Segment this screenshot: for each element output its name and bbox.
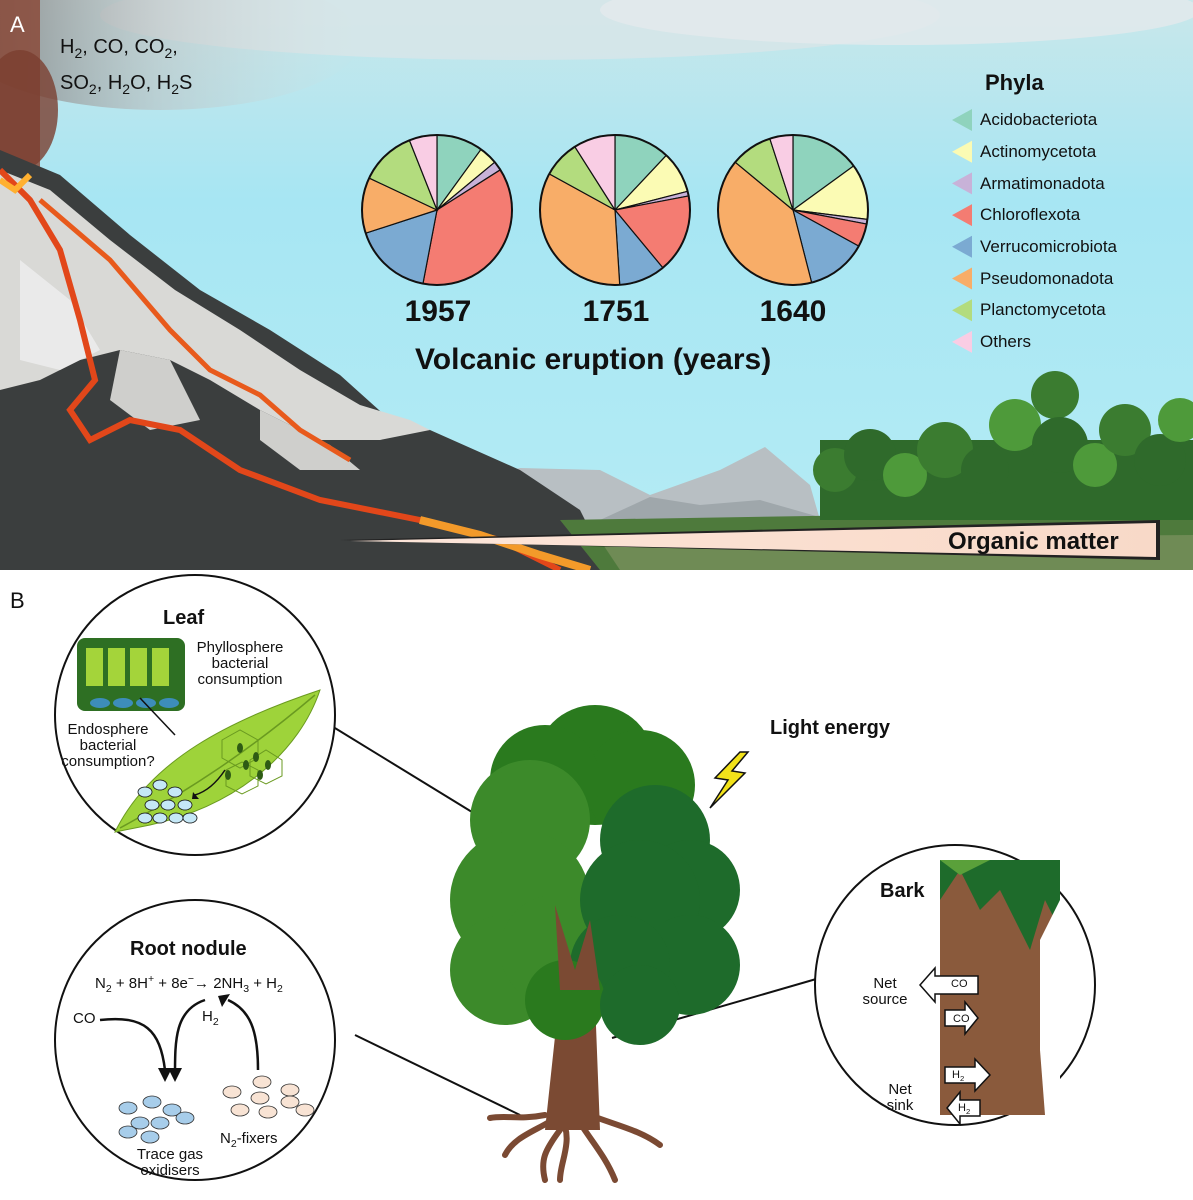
x-axis-title: Volcanic eruption (years) — [415, 343, 772, 376]
legend-label: Actinomycetota — [980, 142, 1097, 161]
legend-label: Chloroflexota — [980, 205, 1081, 224]
bark-title: Bark — [880, 880, 925, 902]
legend-label: Verrucomicrobiota — [980, 237, 1118, 256]
legend-swatch-armatimonadota — [952, 172, 972, 195]
pie-outline — [717, 134, 869, 286]
panel-b-letter: B — [10, 588, 25, 613]
root-nodule-illustration — [99, 994, 315, 1144]
tree — [450, 705, 740, 1183]
bark-h2-sink-1: H2 — [952, 1069, 965, 1084]
legend-label: Planctomycetota — [980, 300, 1106, 319]
legend-label: Pseudomonadota — [980, 269, 1114, 288]
bark-illustration — [918, 860, 1060, 1127]
leaf-connector-line — [329, 724, 486, 821]
leaf-title: Leaf — [163, 607, 205, 629]
pie-outline — [539, 134, 691, 286]
pie-year-label: 1640 — [759, 295, 827, 328]
bark-co-source-2: CO — [953, 1013, 970, 1025]
legend-swatches — [952, 109, 972, 353]
bark-h2-sink-2: H2 — [958, 1102, 971, 1117]
panel-a: A H2, CO, CO2, SO2, H2O, H2S 1957 1751 1… — [0, 0, 1193, 570]
gases-line-2: SO2, H2O, H2S — [60, 72, 193, 97]
legend-swatch-verrucomicrobiota — [952, 235, 972, 258]
root-nodule-title: Root nodule — [130, 938, 247, 960]
gases-line-1: H2, CO, CO2, — [60, 36, 178, 61]
legend-swatch-others — [952, 330, 972, 353]
light-energy-label: Light energy — [770, 717, 891, 739]
nitrogen-fixation-equation: N2 + 8H+ + 8e−→ 2NH3 + H2 — [95, 973, 283, 995]
pie-outline — [361, 134, 513, 286]
bark-co-source-1: CO — [951, 978, 968, 990]
panel-a-letter: A — [10, 12, 25, 37]
legend-label: Armatimonadota — [980, 174, 1105, 193]
volcano-landscape — [0, 0, 1193, 570]
lightning-icon — [709, 751, 750, 809]
pie-year-label: 1957 — [404, 295, 472, 328]
pie-year-label: 1751 — [582, 295, 650, 328]
legend-label: Others — [980, 332, 1032, 351]
legend-swatch-planctomycetota — [952, 299, 972, 322]
legend-swatch-chloroflexota — [952, 204, 972, 227]
legend-swatch-pseudomonadota — [952, 267, 972, 290]
organic-matter-label: Organic matter — [948, 528, 1119, 555]
legend-swatch-actinomycetota — [952, 140, 972, 163]
legend-swatch-acidobacteriota — [952, 109, 972, 131]
h2-label: H2 — [202, 1008, 219, 1028]
co-label: CO — [73, 1010, 96, 1027]
organic-matter-wedge — [350, 523, 1156, 557]
n2-fixers-label: N2-fixers — [220, 1130, 278, 1150]
leaf-illustration — [77, 638, 321, 833]
root-connector-line — [354, 1034, 521, 1116]
legend-label: Acidobacteriota — [980, 110, 1098, 129]
forest — [813, 371, 1193, 520]
legend-title: Phyla — [985, 70, 1044, 95]
pie-charts — [361, 134, 869, 286]
tree-diagram — [54, 574, 1096, 1183]
